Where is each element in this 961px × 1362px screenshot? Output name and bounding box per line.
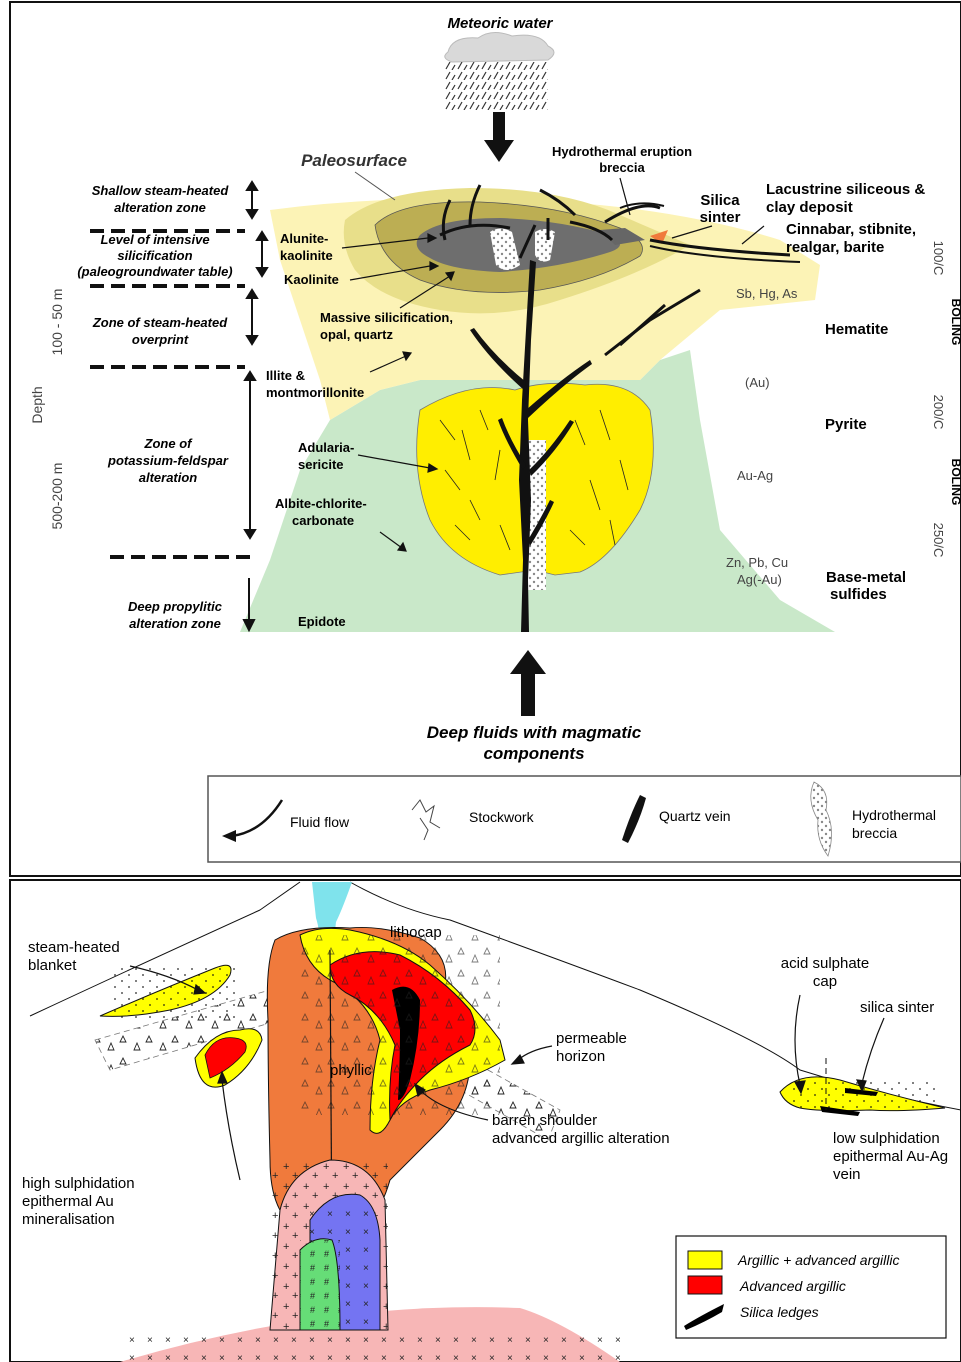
depth-range: 500-200 m [49,463,65,530]
legend-label: Quartz vein [659,808,731,824]
hematite-label: Hematite [825,321,888,338]
pyrite-label: Pyrite [825,416,867,433]
zone-label: Level of intensive [100,232,209,247]
barren-shoulder-label: advanced argillic alteration [492,1130,670,1147]
zone-label: Shallow steam-heated [92,183,230,198]
top-legend: Fluid flow Stockwork Quartz vein Hydroth… [208,776,961,862]
zone-label: Deep propylitic [128,599,223,614]
legend-swatch [688,1276,722,1294]
mineral-label: Epidote [298,614,346,629]
eruption-breccia-label: Hydrothermal eruption [552,144,692,159]
boiling-label: BOLING [949,459,961,506]
low-sulphidation-label: vein [833,1166,861,1183]
mineral-label: montmorillonite [266,385,364,400]
element-label: (Au) [745,375,770,390]
legend-label: Argillic + advanced argillic [737,1252,899,1268]
cinnabar-label: realgar, barite [786,239,884,256]
legend-label: breccia [852,825,897,841]
legend-swatch [688,1251,722,1269]
lithocap-label: lithocap [390,924,442,941]
mineral-label: Massive silicification, [320,310,453,325]
temperature-label: 100/C [931,241,946,276]
element-label: Sb, Hg, As [736,286,798,301]
depth-range: 100 - 50 m [49,289,65,356]
silica-sinter-label-bottom: silica sinter [860,999,934,1016]
zone-label: alteration zone [114,200,206,215]
base-metal-label: sulfides [830,586,887,603]
acid-sulphate-cap-label: acid sulphate [781,955,869,972]
element-labels: Sb, Hg, As (Au) Au-Ag Zn, Pb, Cu Ag(-Au) [726,286,798,587]
phyllic-label: phyllic [330,1062,372,1079]
mineral-label: sericite [298,457,344,472]
steam-heated-blanket-label: blanket [28,957,77,974]
temperature-label: 250/C [931,523,946,558]
base-metal-label: Base-metal [826,569,906,586]
zone-label: alteration [139,470,198,485]
low-sulphidation-label: epithermal Au-Ag [833,1148,948,1165]
zone-label: potassium-feldspar [107,453,229,468]
mineral-label: Adularia- [298,440,354,455]
mineral-label: Kaolinite [284,272,339,287]
zone-label: Zone of steam-heated [92,315,228,330]
element-label: Au-Ag [737,468,773,483]
zone-label: (paleogroundwater table) [77,264,232,279]
depth-label: Depth [29,386,45,423]
mineral-label: Alunite- [280,231,328,246]
barren-shoulder-label: barren shoulder [492,1112,597,1129]
mineral-label: Illite & [266,368,305,383]
paleosurface-label: Paleosurface [301,151,407,170]
silica-sinter-label: Silica [700,192,740,209]
legend-label: Fluid flow [290,814,350,830]
steam-heated-blanket-label: steam-heated [28,939,120,956]
upward-arrow-icon [510,650,546,716]
zone-labels: Shallow steam-heated alteration zone Lev… [77,183,232,631]
lacustrine-label: clay deposit [766,199,853,216]
top-panel: Meteoric water [10,2,961,876]
bottom-panel: steam-heated blanket lithocap acid sulph… [10,880,961,1362]
downward-arrow-icon [484,112,514,162]
mineral-label: carbonate [292,513,354,528]
legend-label: Advanced argillic [739,1278,846,1294]
zone-label: alteration zone [129,616,221,631]
mineral-label: Albite-chlorite- [275,496,367,511]
boiling-labels: BOLING BOLING [949,299,961,506]
acid-sulphate-cap-label: cap [813,973,837,990]
zone-label: silicification [117,248,192,263]
legend-label: Silica ledges [740,1304,819,1320]
cloud-icon [444,32,554,110]
element-label: Zn, Pb, Cu [726,555,788,570]
low-sulphidation-label: low sulphidation [833,1130,940,1147]
zone-boundaries [90,231,255,557]
legend-label: Stockwork [469,809,535,825]
cinnabar-label: Cinnabar, stibnite, [786,221,916,238]
meteoric-water-label: Meteoric water [447,15,553,32]
silica-sinter-label: sinter [700,209,741,226]
eruption-breccia-label: breccia [599,160,645,175]
mineral-label: opal, quartz [320,327,393,342]
mineral-label: kaolinite [280,248,333,263]
lacustrine-label: Lacustrine siliceous & [766,181,925,198]
legend-label: Hydrothermal [852,807,936,823]
zone-arrows [244,182,267,630]
boiling-label: BOLING [949,299,961,346]
element-label: Ag(-Au) [737,572,782,587]
zone-label: overprint [132,332,189,347]
deep-fluids-label: components [483,744,584,763]
permeable-horizon-label: permeable [556,1030,627,1047]
temperature-label: 200/C [931,395,946,430]
high-sulphidation-label: mineralisation [22,1211,115,1228]
permeable-horizon-label: horizon [556,1048,605,1065]
high-sulphidation-label: high sulphidation [22,1175,135,1192]
temperature-labels: 100/C 200/C 250/C [931,241,946,558]
high-sulphidation-label: epithermal Au [22,1193,114,1210]
zone-label: Zone of [144,436,194,451]
bottom-legend: Argillic + advanced argillic Advanced ar… [676,1236,946,1338]
deep-fluids-label: Deep fluids with magmatic [427,723,642,742]
